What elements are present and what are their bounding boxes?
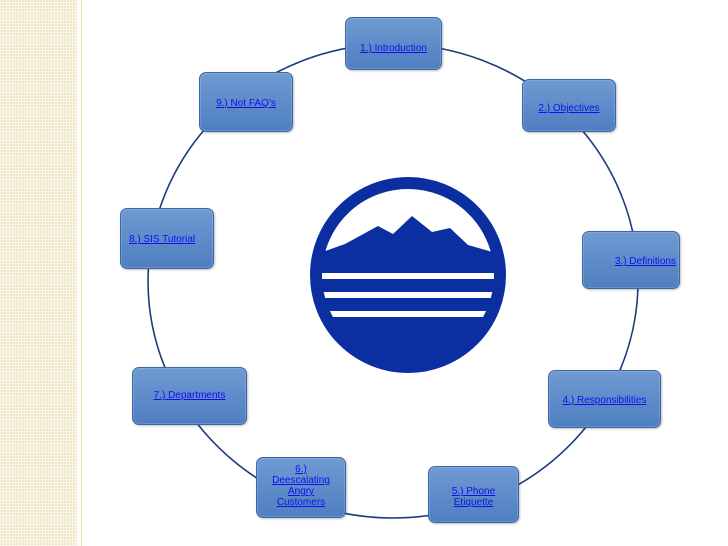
- node-introduction[interactable]: 1.) Introduction: [345, 17, 442, 70]
- mountain-shape: [312, 216, 504, 260]
- node-definitions[interactable]: 3.) Definitions: [582, 231, 680, 289]
- link-departments[interactable]: 7.) Departments: [153, 390, 226, 401]
- link-not-faqs[interactable]: 9.) Not FAQ’s: [216, 98, 276, 109]
- link-objectives[interactable]: 2.) Objectives: [538, 103, 600, 114]
- link-responsibilities[interactable]: 4.) Responsibilities: [562, 395, 647, 406]
- node-departments[interactable]: 7.) Departments: [132, 367, 247, 425]
- node-deescalating[interactable]: 6.) Deescalating Angry Customers: [256, 457, 346, 518]
- decorative-side-panel: [0, 0, 77, 546]
- link-definitions[interactable]: 3.) Definitions: [614, 256, 676, 267]
- side-divider: [77, 0, 81, 546]
- mountain-logo: [310, 177, 506, 373]
- link-sis-tutorial[interactable]: 8.) SIS Tutorial: [129, 234, 196, 245]
- link-introduction[interactable]: 1.) Introduction: [360, 43, 427, 54]
- link-phone-etiquette[interactable]: 5.) Phone Etiquette: [451, 486, 496, 508]
- node-objectives[interactable]: 2.) Objectives: [522, 79, 616, 132]
- side-divider-edge: [81, 0, 82, 546]
- node-phone-etiquette[interactable]: 5.) Phone Etiquette: [428, 466, 519, 523]
- node-sis-tutorial[interactable]: 8.) SIS Tutorial: [120, 208, 214, 269]
- link-deescalating[interactable]: 6.) Deescalating Angry Customers: [272, 464, 330, 508]
- node-responsibilities[interactable]: 4.) Responsibilities: [548, 370, 661, 428]
- node-not-faqs[interactable]: 9.) Not FAQ’s: [199, 72, 293, 132]
